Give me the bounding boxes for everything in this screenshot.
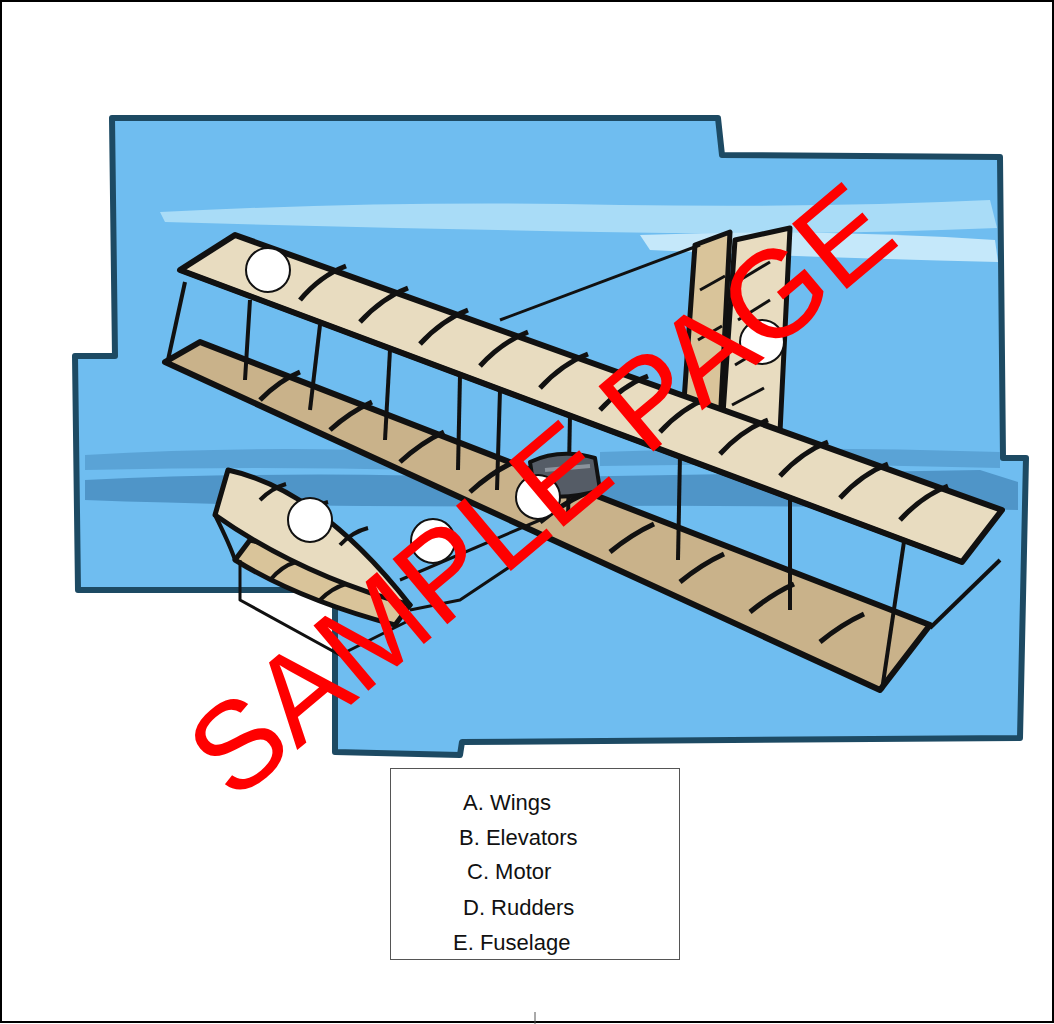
part-option: D. Rudders — [463, 895, 574, 921]
part-option: A. Wings — [463, 790, 551, 816]
page-tick — [535, 1012, 536, 1024]
part-option: E. Fuselage — [453, 930, 570, 956]
answer-key-box: A. Wings B. Elevators C. Motor D. RuddersE.… — [390, 768, 680, 960]
part-option: B. Elevators — [459, 825, 578, 851]
part-option: C. Motor — [467, 859, 551, 885]
